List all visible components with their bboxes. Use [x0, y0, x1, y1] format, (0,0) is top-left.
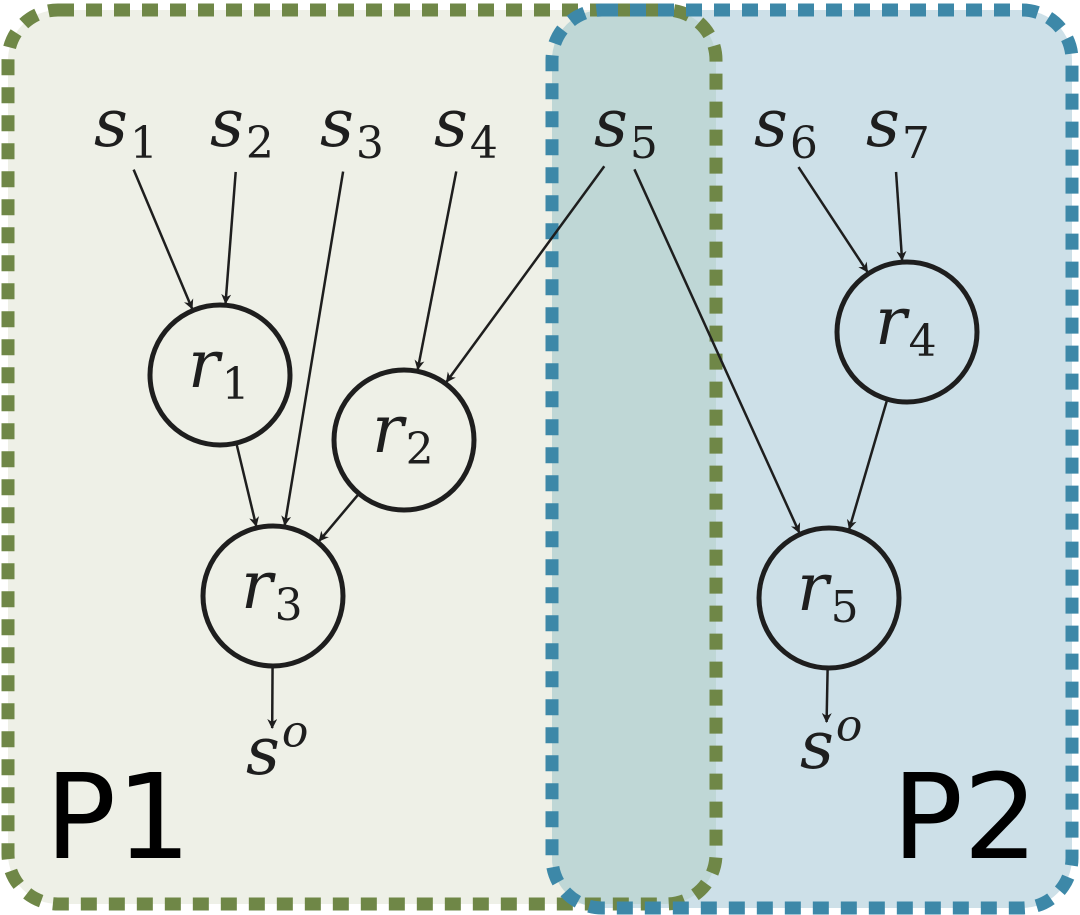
source-subscript: 2	[246, 118, 274, 169]
partition-p2-label: P2	[892, 748, 1038, 886]
partition-p1-label: P1	[45, 748, 191, 886]
reaction-node-r1	[147, 302, 293, 448]
source-label-s3: s3	[320, 85, 384, 169]
edge-s5-r5	[633, 168, 801, 534]
edge-r4-r5	[846, 400, 888, 530]
edge-s1-r1	[132, 169, 194, 310]
edge-s7-r4	[894, 171, 907, 262]
source-symbol: s	[594, 85, 628, 162]
source-subscript: 5	[630, 118, 658, 169]
output-label-so2: so	[800, 700, 862, 784]
reaction-symbol: r	[241, 547, 276, 624]
source-subscript: 1	[130, 118, 158, 169]
partition-p2-border	[545, 3, 1079, 915]
output-symbol: s	[800, 707, 834, 784]
edge-s5-r2	[445, 165, 606, 383]
source-label-s5: s5	[594, 85, 658, 169]
reaction-subscript: 3	[275, 580, 303, 631]
output-superscript: o	[282, 706, 309, 757]
source-subscript: 4	[470, 118, 498, 169]
edge-s3-r3	[281, 171, 345, 526]
reaction-subscript: 4	[909, 316, 937, 367]
reaction-label-r1: r1	[188, 326, 250, 410]
reaction-subscript: 5	[831, 582, 859, 633]
source-label-s4: s4	[434, 85, 498, 169]
reaction-subscript: 2	[406, 424, 434, 475]
reaction-node-r4	[834, 259, 980, 405]
source-symbol: s	[434, 85, 468, 162]
partition-p1-border	[1, 3, 723, 911]
edge-r5-so2	[821, 669, 832, 724]
reaction-subscript: 1	[222, 359, 250, 410]
reaction-symbol: r	[188, 326, 223, 403]
reaction-node-group	[147, 259, 980, 671]
reaction-symbol: r	[372, 391, 407, 468]
output-superscript: o	[836, 700, 863, 751]
partition-p1-region	[8, 10, 716, 904]
source-symbol: s	[210, 85, 244, 162]
edge-s4-r2	[414, 171, 458, 371]
edge-r2-r3	[318, 494, 359, 542]
reaction-label-r3: r3	[241, 547, 303, 631]
reaction-label-r5: r5	[797, 549, 859, 633]
edge-s2-r1	[221, 171, 237, 305]
edge-r1-r3	[235, 444, 259, 527]
source-subscript: 3	[356, 118, 384, 169]
partition-overlap-region	[552, 10, 716, 904]
source-symbol: s	[754, 85, 788, 162]
reaction-symbol: r	[875, 283, 910, 360]
source-symbol: s	[320, 85, 354, 162]
output-label-so1: so	[246, 706, 308, 790]
source-label-s2: s2	[210, 85, 274, 169]
reaction-node-r2	[331, 367, 477, 513]
source-subscript: 7	[902, 118, 930, 169]
reaction-label-r4: r4	[875, 283, 937, 367]
reaction-node-r5	[756, 525, 902, 671]
edge-group	[132, 165, 907, 730]
source-label-s7: s7	[866, 85, 930, 169]
reaction-node-r3	[200, 523, 346, 669]
edge-s6-r4	[797, 166, 869, 273]
source-subscript: 6	[790, 118, 818, 169]
source-label-s1: s1	[94, 85, 158, 169]
reaction-symbol: r	[797, 549, 832, 626]
reaction-label-r2: r2	[372, 391, 434, 475]
source-symbol: s	[94, 85, 128, 162]
source-symbol: s	[866, 85, 900, 162]
output-symbol: s	[246, 713, 280, 790]
source-label-s6: s6	[754, 85, 818, 169]
